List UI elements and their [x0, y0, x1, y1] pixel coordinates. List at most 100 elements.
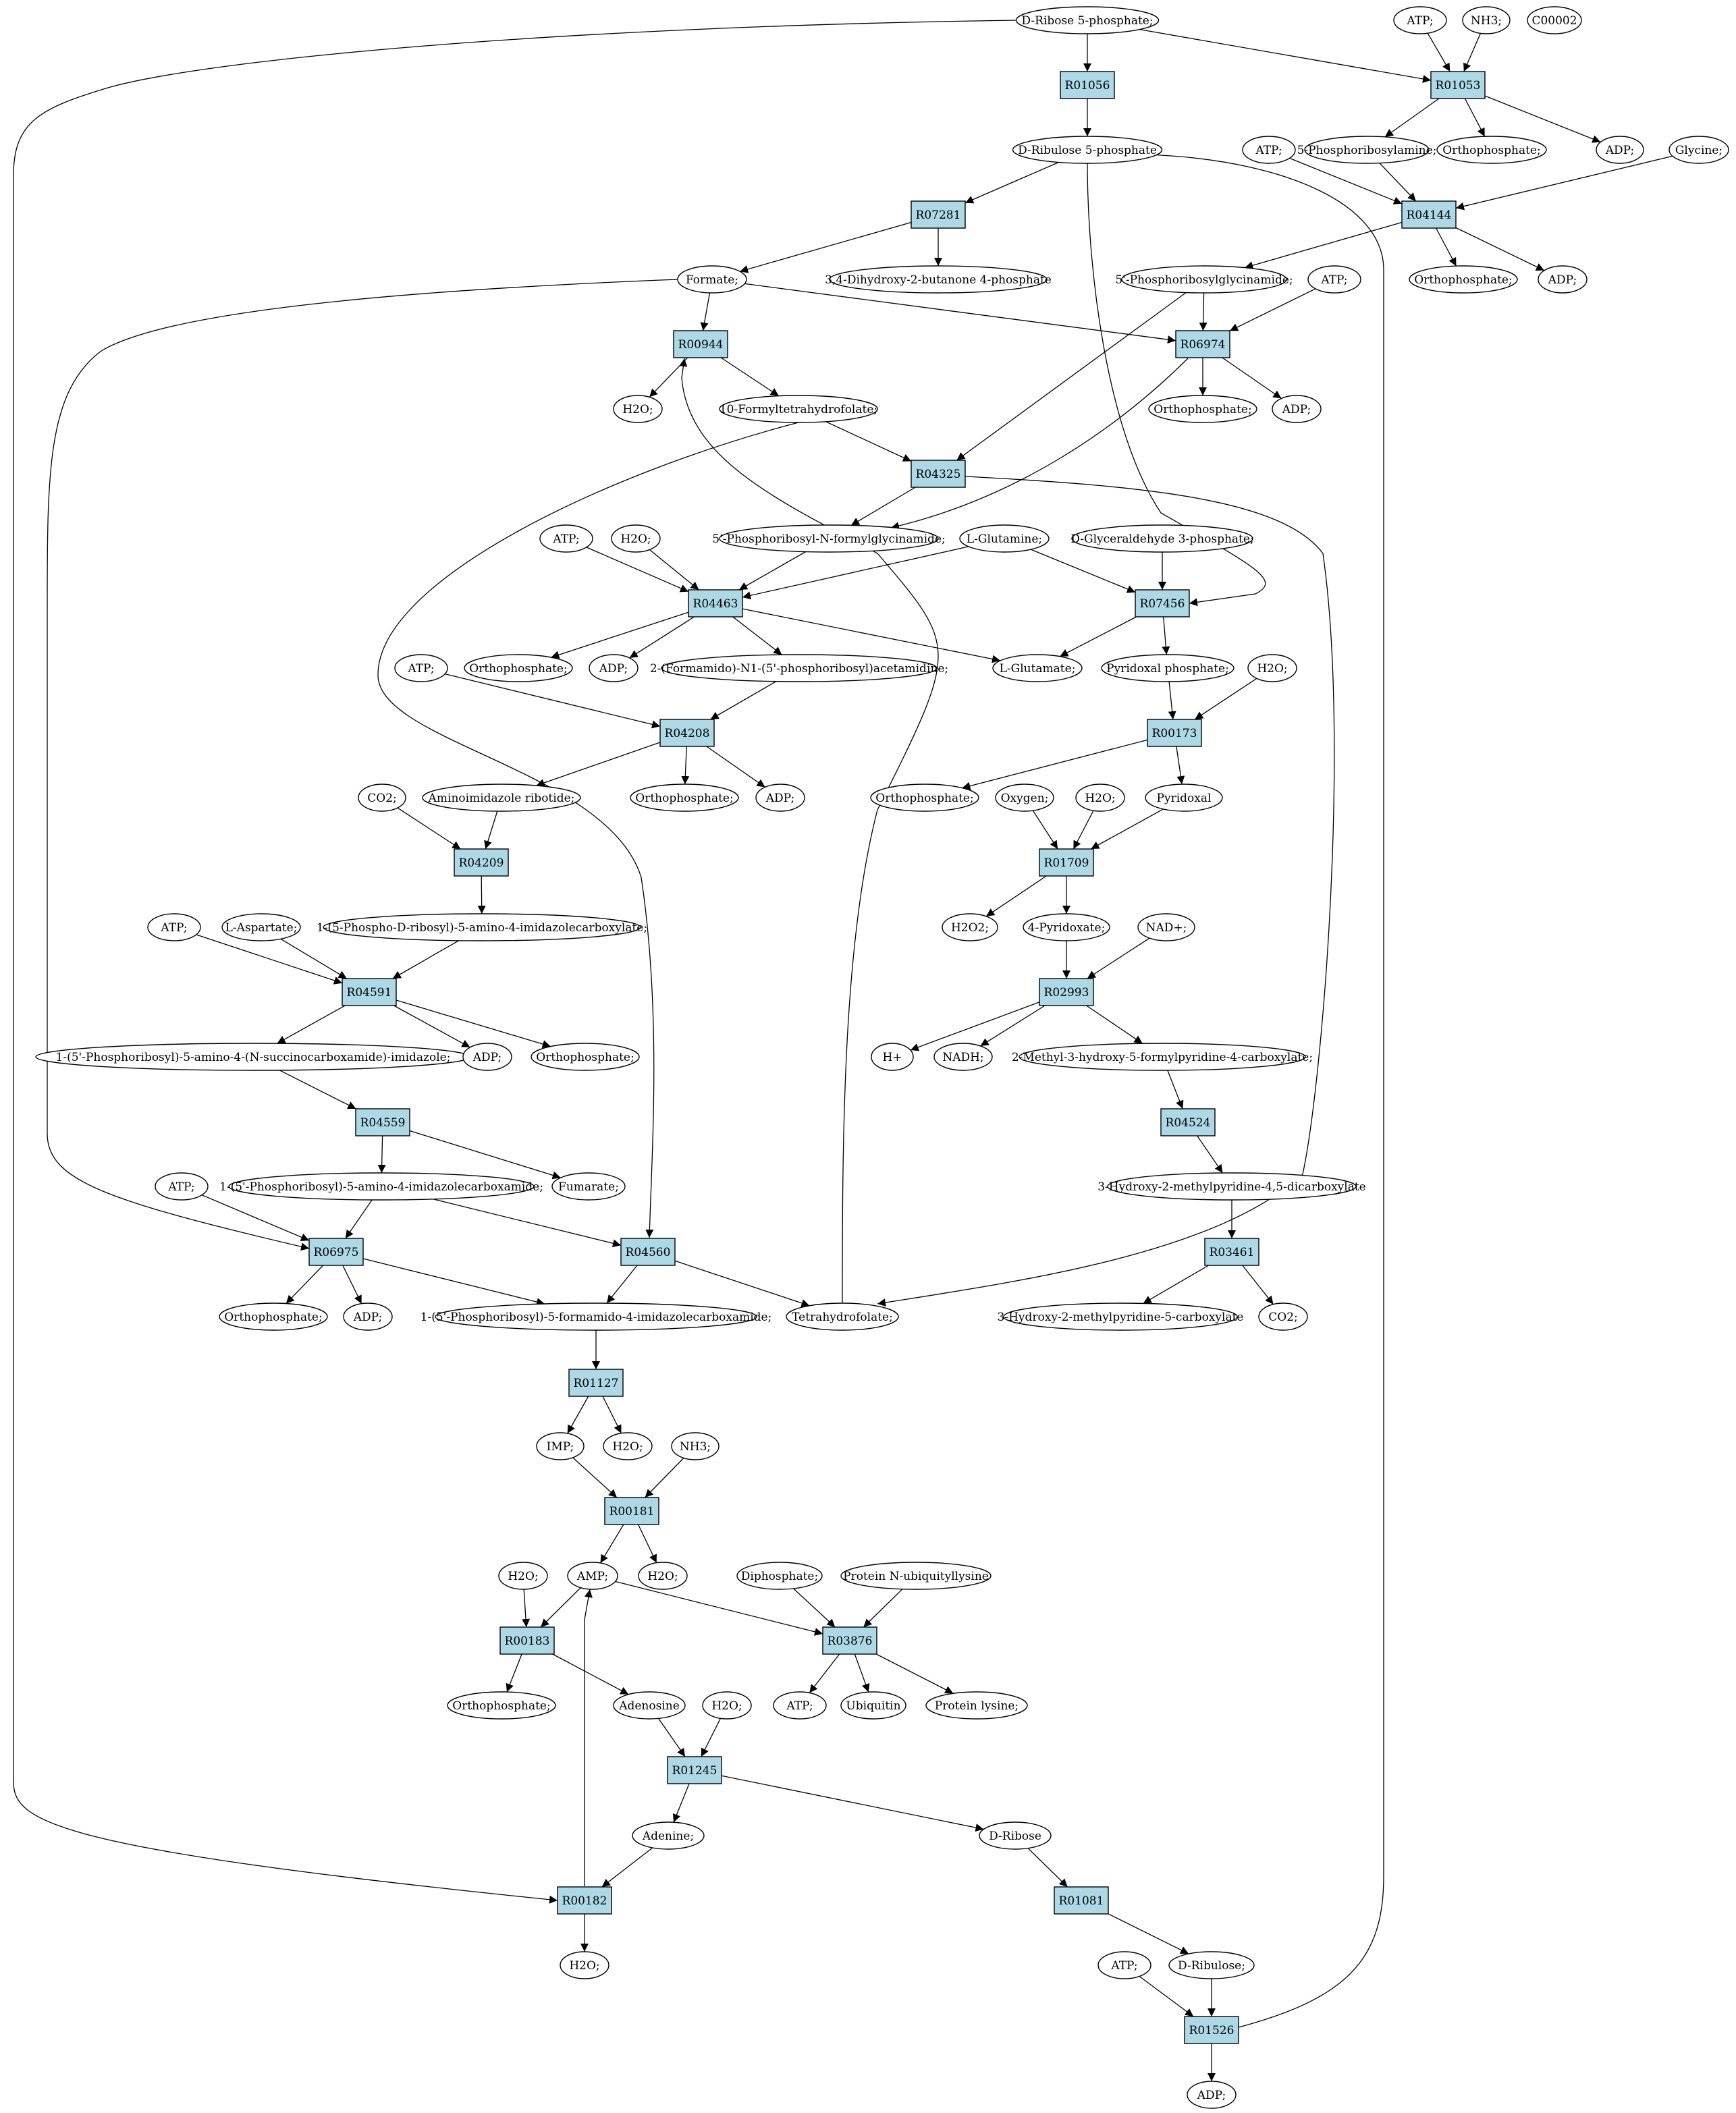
compound-node-h2o5[interactable]: H2O;	[603, 1432, 653, 1460]
compound-node-atp4[interactable]: ATP;	[539, 524, 593, 553]
reaction-node-r01526[interactable]: R01526	[1184, 2016, 1239, 2044]
reaction-node-r04560[interactable]: R04560	[620, 1238, 676, 1266]
reaction-node-r04591[interactable]: R04591	[342, 978, 397, 1006]
compound-node-pnul[interactable]: Protein N-ubiquityllysine	[840, 1562, 992, 1590]
reaction-node-r01056[interactable]: R01056	[1060, 71, 1115, 99]
compound-node-c00002[interactable]: C00002	[1527, 6, 1582, 34]
compound-node-fgam[interactable]: 2-(Formamido)-N1-(5'-phosphoribosyl)acet…	[650, 654, 948, 682]
compound-node-air[interactable]: Aminoimidazole ribotide;	[422, 784, 581, 812]
compound-node-pi3[interactable]: Orthophosphate;	[1148, 395, 1257, 423]
compound-node-dribu[interactable]: D-Ribulose;	[1168, 1951, 1255, 1979]
compound-node-pi4[interactable]: Orthophosphate;	[464, 654, 573, 682]
compound-node-h2o2[interactable]: H2O;	[611, 524, 661, 553]
compound-node-gar[interactable]: 5'-Phosphoribosylglycinamide;	[1115, 265, 1293, 294]
compound-node-adp6[interactable]: ADP;	[462, 1043, 512, 1071]
compound-node-pi5[interactable]: Orthophosphate;	[630, 784, 739, 812]
compound-node-h2o6[interactable]: H2O;	[498, 1562, 548, 1590]
compound-node-h2o3[interactable]: H2O;	[1247, 654, 1297, 682]
compound-node-plys[interactable]: Protein lysine;	[925, 1691, 1028, 1720]
compound-node-adp4[interactable]: ADP;	[589, 654, 639, 682]
compound-node-mhfpc[interactable]: 2-Methyl-3-hydroxy-5-formylpyridine-4-ca…	[1012, 1043, 1313, 1071]
compound-node-cair[interactable]: 1-(5-Phospho-D-ribosyl)-5-amino-4-imidaz…	[317, 913, 647, 941]
reaction-node-r00173[interactable]: R00173	[1147, 719, 1202, 747]
compound-node-h2o7[interactable]: H2O;	[638, 1562, 688, 1590]
compound-node-hmpc[interactable]: 3-Hydroxy-2-methylpyridine-5-carboxylate	[998, 1302, 1244, 1331]
compound-node-fum[interactable]: Fumarate;	[551, 1172, 626, 1201]
compound-node-pyridoxal[interactable]: Pyridoxal	[1145, 784, 1223, 812]
compound-node-fgar[interactable]: 5'-Phosphoribosyl-N-formylglycinamide;	[712, 524, 946, 553]
reaction-node-r04208[interactable]: R04208	[659, 719, 715, 747]
compound-node-nadh[interactable]: NADH;	[933, 1043, 993, 1071]
compound-node-g3p[interactable]: D-Glyceraldehyde 3-phosphate;	[1070, 524, 1254, 553]
compound-node-dhbp[interactable]: 3,4-Dihydroxy-2-butanone 4-phosphate	[825, 265, 1052, 294]
compound-node-plp[interactable]: Pyridoxal phosphate;	[1101, 654, 1235, 682]
compound-node-h2o9[interactable]: H2O;	[560, 1951, 609, 1979]
compound-node-aicar[interactable]: 1-(5'-Phosphoribosyl)-5-amino-4-imidazol…	[219, 1172, 543, 1201]
compound-node-o2[interactable]: Oxygen;	[995, 784, 1054, 812]
compound-node-hmpd[interactable]: 3-Hydroxy-2-methylpyridine-4,5-dicarboxy…	[1097, 1172, 1366, 1201]
reaction-node-r04144[interactable]: R04144	[1401, 200, 1457, 229]
compound-node-adp3[interactable]: ADP;	[1272, 395, 1322, 423]
compound-node-atp8[interactable]: ATP;	[773, 1691, 827, 1720]
reaction-node-r04463[interactable]: R04463	[688, 589, 743, 618]
compound-node-glu[interactable]: L-Glutamate;	[992, 654, 1083, 682]
reaction-node-r07281[interactable]: R07281	[911, 200, 966, 229]
compound-node-adp7[interactable]: ADP;	[343, 1302, 393, 1331]
compound-node-pi7[interactable]: Orthophosphate;	[531, 1043, 640, 1071]
compound-node-gln[interactable]: L-Glutamine;	[959, 524, 1050, 553]
compound-node-pi2[interactable]: Orthophosphate;	[1409, 265, 1518, 294]
compound-node-thf[interactable]: Tetrahydrofolate;	[786, 1302, 899, 1331]
compound-node-ppi[interactable]: Diphosphate;	[736, 1562, 823, 1590]
compound-node-dr5p[interactable]: D-Ribose 5-phosphate;	[1015, 6, 1160, 34]
compound-node-10fthf[interactable]: 10-Formyltetrahydrofolate;	[719, 395, 878, 423]
reaction-node-r03461[interactable]: R03461	[1204, 1238, 1259, 1266]
compound-node-ubq[interactable]: Ubiquitin	[840, 1691, 906, 1720]
reaction-node-r06974[interactable]: R06974	[1175, 330, 1230, 358]
compound-node-atp2[interactable]: ATP;	[1242, 136, 1296, 164]
reaction-node-r00182[interactable]: R00182	[557, 1886, 612, 1915]
compound-node-atp7[interactable]: ATP;	[155, 1172, 209, 1201]
reaction-node-r02993[interactable]: R02993	[1039, 978, 1094, 1006]
compound-node-h2o1[interactable]: H2O;	[613, 395, 663, 423]
compound-node-pi9[interactable]: Orthophosphate;	[447, 1691, 556, 1720]
compound-node-pi1[interactable]: Orthophosphate;	[1436, 136, 1547, 164]
compound-node-prpa[interactable]: 5-Phosphoribosylamine;	[1297, 136, 1437, 164]
compound-node-nad[interactable]: NAD+;	[1137, 913, 1195, 941]
compound-node-atp6[interactable]: ATP;	[147, 913, 201, 941]
compound-node-faicar[interactable]: 1-(5'-Phosphoribosyl)-5-formamido-4-imid…	[421, 1302, 772, 1331]
reaction-node-r03876[interactable]: R03876	[822, 1626, 877, 1655]
compound-node-amp[interactable]: AMP;	[567, 1562, 618, 1590]
reaction-node-r01127[interactable]: R01127	[568, 1369, 624, 1397]
compound-node-pi6[interactable]: Orthophosphate;	[870, 784, 979, 812]
compound-node-adp2[interactable]: ADP;	[1538, 265, 1588, 294]
reaction-node-r01245[interactable]: R01245	[667, 1756, 722, 1784]
compound-node-gly[interactable]: Glycine;	[1669, 136, 1729, 164]
compound-node-h2o4[interactable]: H2O;	[1075, 784, 1125, 812]
compound-node-atp3[interactable]: ATP;	[1307, 265, 1361, 294]
compound-node-adenosine[interactable]: Adenosine	[613, 1691, 686, 1720]
compound-node-saicar[interactable]: 1-(5'-Phosphoribosyl)-5-amino-4-(N-succi…	[35, 1043, 471, 1071]
compound-node-hplus[interactable]: H+	[871, 1043, 914, 1071]
compound-node-drib[interactable]: D-Ribose	[979, 1821, 1052, 1850]
compound-node-adp5[interactable]: ADP;	[755, 784, 805, 812]
reaction-node-r00183[interactable]: R00183	[499, 1626, 555, 1655]
reaction-node-r04524[interactable]: R04524	[1160, 1108, 1216, 1136]
compound-node-dru5p[interactable]: D-Ribulose 5-phosphate	[1012, 136, 1163, 164]
reaction-node-r00181[interactable]: R00181	[604, 1497, 659, 1525]
compound-node-atp5[interactable]: ATP;	[394, 654, 448, 682]
reaction-node-r01709[interactable]: R01709	[1039, 848, 1094, 877]
reaction-node-r07456[interactable]: R07456	[1135, 589, 1190, 618]
reaction-node-r04325[interactable]: R04325	[911, 460, 966, 488]
compound-node-adenine[interactable]: Adenine;	[632, 1821, 705, 1850]
reaction-node-r04209[interactable]: R04209	[454, 848, 509, 877]
compound-node-h2o2b[interactable]: H2O2;	[942, 913, 998, 941]
compound-node-4pa[interactable]: 4-Pyridoxate;	[1023, 913, 1110, 941]
compound-node-imp[interactable]: IMP;	[536, 1432, 585, 1460]
reaction-node-r01081[interactable]: R01081	[1054, 1886, 1109, 1915]
compound-node-co2-1[interactable]: CO2;	[358, 784, 406, 812]
reaction-node-r00944[interactable]: R00944	[673, 330, 728, 358]
compound-node-pi8[interactable]: Orthophosphate;	[219, 1302, 328, 1331]
reaction-node-r01053[interactable]: R01053	[1430, 71, 1486, 99]
compound-node-adp8[interactable]: ADP;	[1187, 2081, 1237, 2109]
compound-node-atp9[interactable]: ATP;	[1097, 1951, 1151, 1979]
